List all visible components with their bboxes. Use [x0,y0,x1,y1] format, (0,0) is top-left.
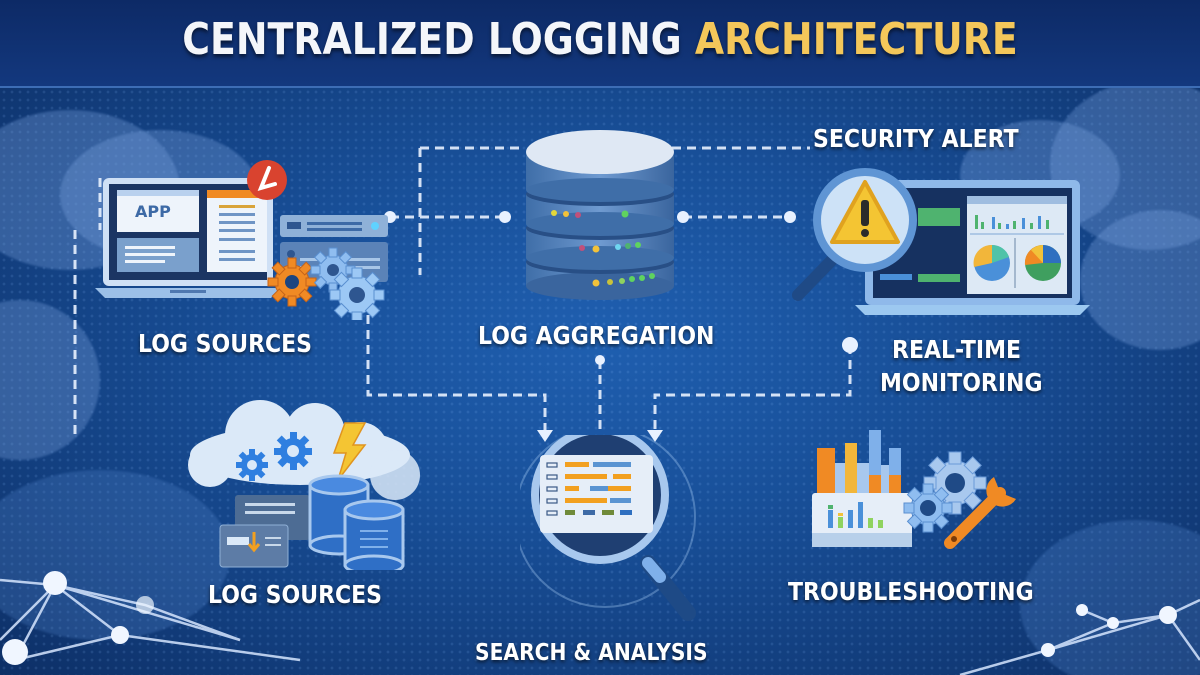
troubleshooting-label: TROUBLESHOOTING [788,577,1034,606]
search-analysis-label: SEARCH & ANALYSIS [475,640,708,666]
page-title: CENTRALIZED LOGGING ARCHITECTURE [84,14,1116,65]
cloud-database-icon [188,400,420,576]
pie-chart-right [1024,244,1061,281]
magnifier-log-icon [514,426,696,621]
troubleshooting-node [810,425,1040,555]
real-time-label-line2: MONITORING [880,368,1043,397]
database-icon [526,130,674,300]
security-alert-label: SECURITY ALERT [813,124,1019,153]
title-main: CENTRALIZED LOGGING [182,14,695,65]
real-time-label-line1: REAL-TIME [892,335,1022,364]
log-aggregation-node [520,128,680,303]
monitoring-dashboard-icon [792,168,1090,315]
log-sources-bottom-node [170,395,430,576]
bar-chart [975,215,1049,229]
laptop-app-icon [95,160,388,323]
chart-tools-icon [812,430,1016,549]
log-sources-bottom-label: LOG SOURCES [208,580,383,609]
pie-chart-left [973,244,1010,281]
log-sources-top-label: LOG SOURCES [138,329,313,358]
log-sources-top-node: APP [95,160,405,323]
app-label: APP [135,202,171,221]
title-bar [0,0,1200,88]
search-analysis-node [514,426,720,635]
status-leds [551,210,655,287]
title-accent: ARCHITECTURE [694,14,1018,65]
bars [817,430,901,493]
security-monitoring-node [770,160,1100,320]
log-aggregation-label: LOG AGGREGATION [478,321,715,350]
